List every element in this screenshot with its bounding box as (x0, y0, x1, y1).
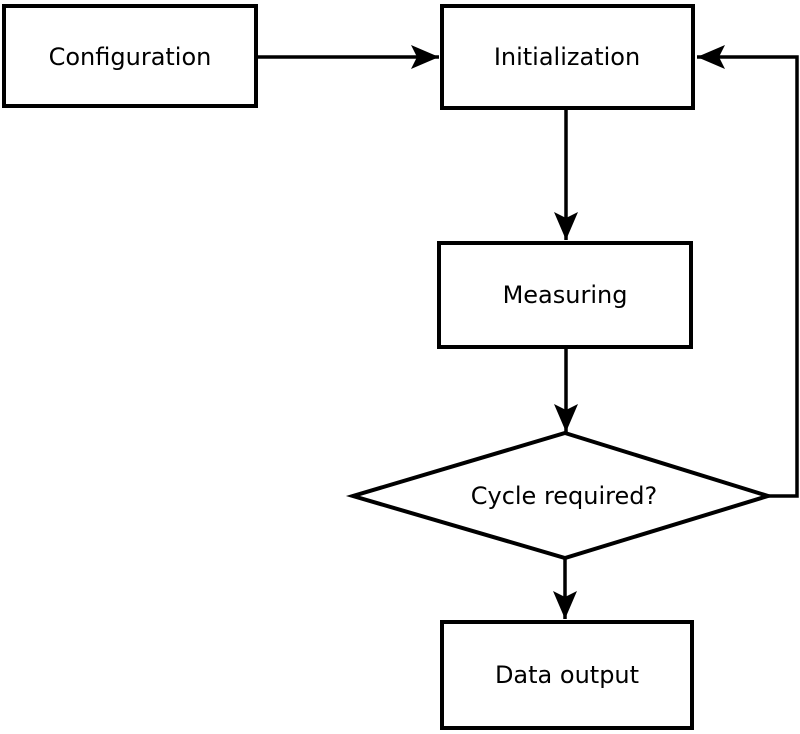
edge-cycle-required-to-initialization-feedback (697, 45, 799, 498)
measuring-box (437, 241, 693, 349)
configuration-label: Configuration (49, 43, 212, 71)
node-cycle-required: Cycle required? (345, 430, 775, 561)
node-initialization: Initialization (440, 4, 695, 110)
measuring-label: Measuring (503, 281, 628, 309)
edge-group (258, 45, 799, 619)
node-configuration: Configuration (2, 4, 258, 108)
cycle-required-diamond (345, 430, 775, 561)
cycle-required-label: Cycle required? (471, 482, 658, 510)
node-data-output: Data output (440, 620, 694, 730)
data-output-label: Data output (495, 661, 639, 689)
data-output-box (440, 620, 694, 730)
initialization-box (440, 4, 695, 110)
configuration-box (2, 4, 258, 108)
node-measuring: Measuring (437, 241, 693, 349)
initialization-label: Initialization (494, 43, 640, 71)
